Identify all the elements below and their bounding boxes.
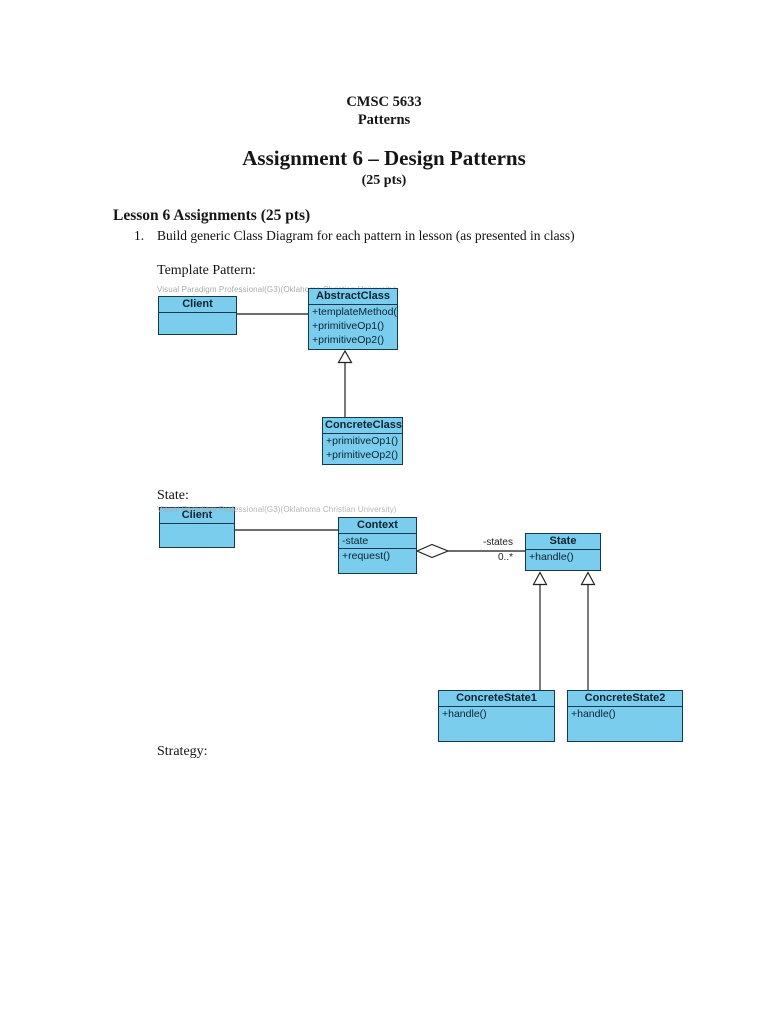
list-item-text: Build generic Class Diagram for each pat… [157,228,575,243]
class-box-concreteclass: ConcreteClass +primitiveOp1() +primitive… [322,417,403,465]
state-generalization-arrowhead-left-icon [532,571,548,586]
assignment-points: (25 pts) [361,173,407,188]
state-generalization-arrowhead-right-icon [580,571,596,586]
class-attribute: -state [342,535,369,547]
class-box-abstractclass: AbstractClass +templateMethod() +primiti… [308,288,398,350]
class-method: +handle() [442,708,487,720]
class-method: +request() [339,548,416,563]
visual-paradigm-watermark: Visual Paradigm Professional(G3)(Oklahom… [157,285,397,294]
class-box-context: Context -state +request() [338,517,417,574]
course-code: CMSC 5633 [346,94,422,110]
list-item-number: 1. [134,228,145,243]
class-method: +primitiveOp2() [326,449,399,461]
class-title: AbstractClass [309,289,397,305]
class-title: Context [339,518,416,534]
assignment-title: Assignment 6 – Design Patterns [242,146,526,170]
association-multiplicity-label: 0..* [497,552,513,563]
class-method: +handle() [529,551,574,563]
lesson-heading: Lesson 6 Assignments (25 pts) [113,207,311,224]
class-title: Client [159,297,236,313]
class-title: ConcreteState2 [568,691,682,707]
class-box-state: State +handle() [525,533,601,571]
visual-paradigm-watermark: Visual Paradigm Professional(G3)(Oklahom… [157,505,397,514]
class-method: +primitiveOp1() [312,320,385,332]
class-box-concretestate2: ConcreteState2 +handle() [567,690,683,742]
class-title: Client [160,508,234,524]
course-header: CMSC 5633 Patterns [0,93,768,129]
template-generalization-arrowhead-icon [337,349,353,364]
association-role-label: -states [482,537,513,548]
template-pattern-label: Template Pattern: [157,263,256,278]
class-title: State [526,534,600,550]
class-method: +templateMethod() [312,306,397,318]
aggregation-diamond-icon [415,543,450,559]
strategy-pattern-label: Strategy: [157,744,208,759]
class-box-client-state: Client [159,507,235,548]
state-pattern-label: State: [157,488,189,503]
course-name: Patterns [357,112,411,128]
class-title: ConcreteState1 [439,691,554,707]
class-title: ConcreteClass [323,418,402,434]
class-method: +primitiveOp2() [312,334,385,346]
class-method: +primitiveOp1() [326,435,399,447]
class-box-client-template: Client [158,296,237,335]
class-box-concretestate1: ConcreteState1 +handle() [438,690,555,742]
class-method: +handle() [571,708,616,720]
